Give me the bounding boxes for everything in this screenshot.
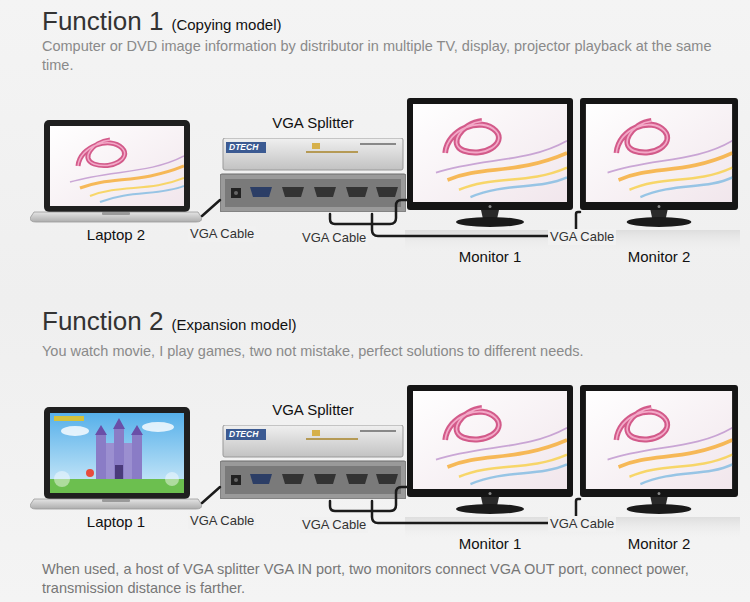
cable-label: VGA Cable [300,517,368,533]
description-text: You watch movie, I play games, two not m… [42,342,732,361]
splitter-illustration [220,138,406,212]
cable-label: VGA Cable [548,229,616,245]
cable-label: VGA Cable [188,513,256,529]
laptop-illustration [30,407,202,509]
device-label: VGA Splitter [272,114,354,132]
device-label: Laptop 1 [87,513,145,531]
monitor-illustration [407,98,573,227]
section-subheading: (Copying model) [171,16,281,34]
monitor-illustration [580,385,738,514]
laptop-node: Laptop 1 [30,405,202,531]
device-label: Monitor 1 [459,248,522,266]
monitor-illustration [580,98,738,227]
section-heading: Function 1 [42,6,163,36]
laptop-illustration [30,120,202,222]
device-label: Monitor 2 [628,535,691,553]
vga-cable [330,200,407,224]
screen-image [50,126,184,206]
vga-cable [330,487,407,511]
cable-label: VGA Cable [548,516,616,532]
cable-label: VGA Cable [188,226,256,242]
splitter-node: VGA SplitterDTECH [220,114,406,214]
device-label: Laptop 2 [87,226,145,244]
section-heading: Function 2 [42,306,163,336]
vga-cable [202,487,220,503]
brand-logo: DTECH [229,142,258,153]
caption-text: When used, a host of VGA splitter VGA IN… [42,560,732,598]
device-label: VGA Splitter [272,401,354,419]
section-subheading: (Expansion model) [171,316,296,334]
splitter-node: VGA SplitterDTECH [220,401,406,501]
brand-logo: DTECH [229,429,258,440]
game-screen-image [50,413,184,493]
device-label: Monitor 1 [459,535,522,553]
device-label: Monitor 2 [628,248,691,266]
description-text: Computer or DVD image information by dis… [42,37,732,75]
laptop-node: Laptop 2 [30,118,202,244]
cable-label: VGA Cable [300,230,368,246]
splitter-illustration [220,425,406,499]
vga-cable [202,200,220,216]
monitor-illustration [407,385,573,514]
